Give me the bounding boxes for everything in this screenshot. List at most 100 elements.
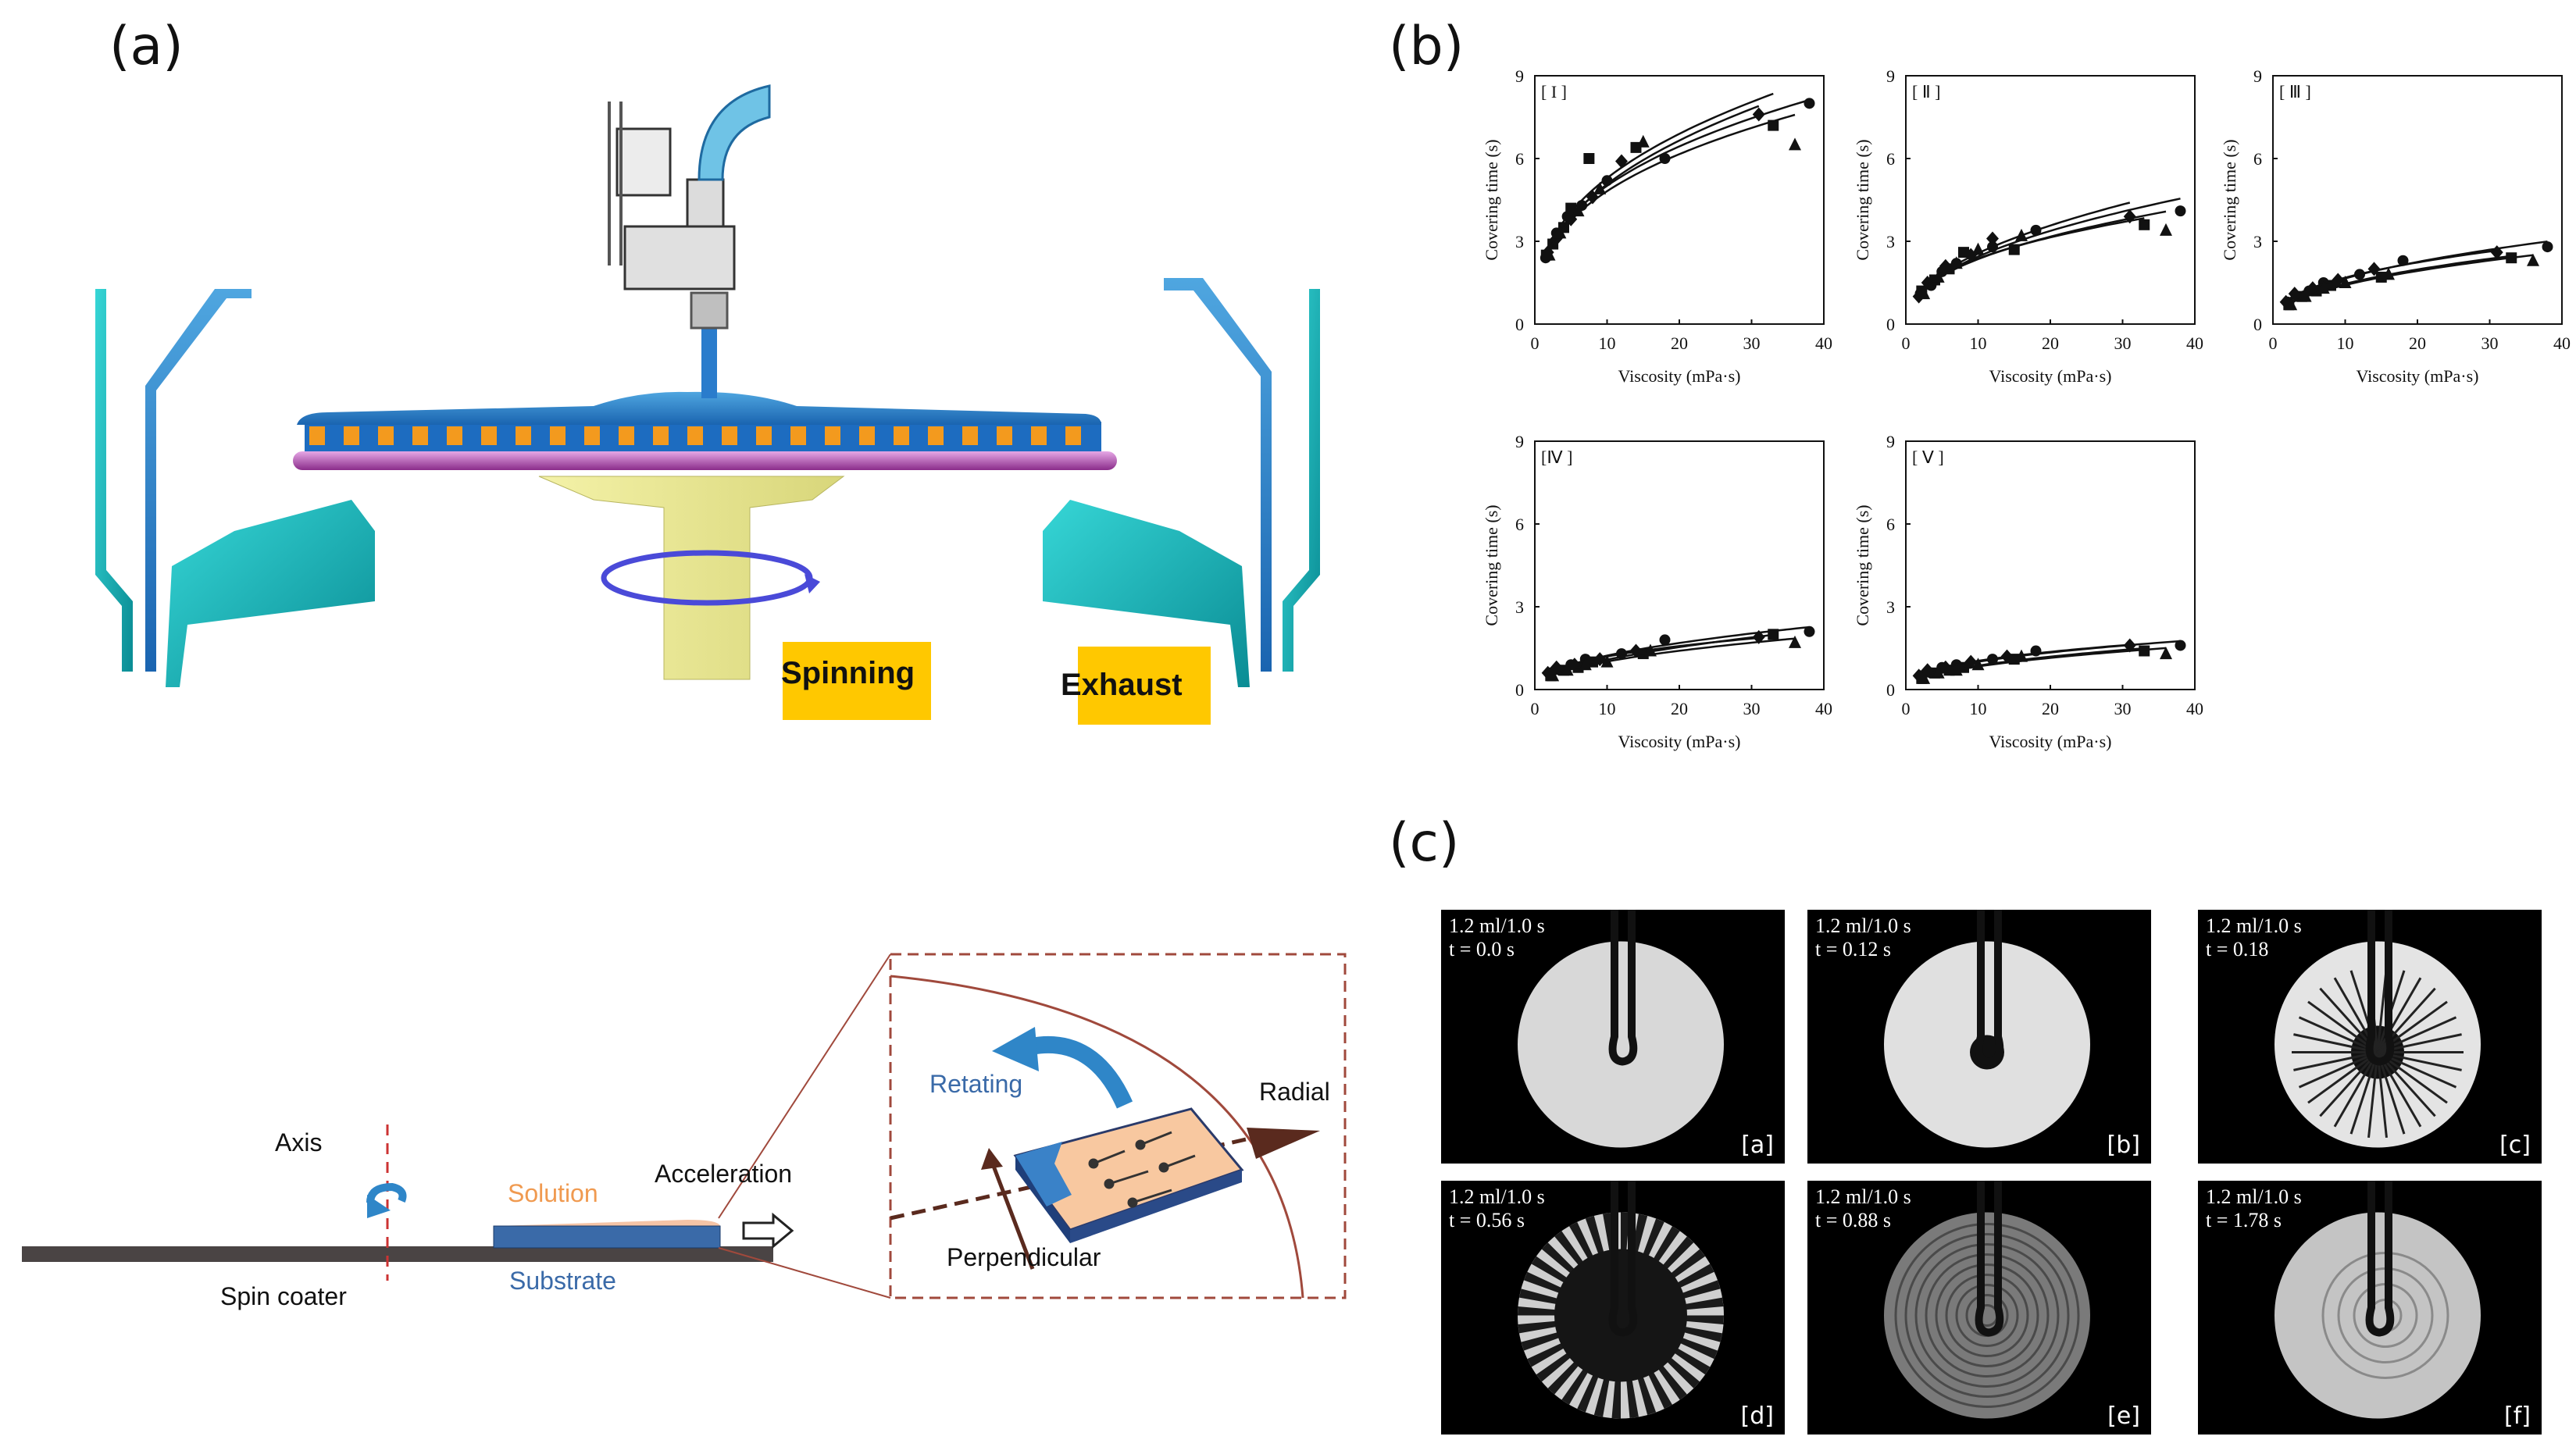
spin-coater-illustration xyxy=(95,84,1320,725)
chart-0-xtick-label: 10 xyxy=(1599,333,1616,353)
photo-time: t = 0.56 s xyxy=(1449,1209,1525,1231)
chart-1-point-triangle xyxy=(1950,256,1963,269)
chart-2-point-diamond xyxy=(2306,281,2319,296)
panel-label-c: (c) xyxy=(1389,812,1460,874)
chart-4-point-diamond xyxy=(1964,654,1978,669)
chart-0-xtick-label: 30 xyxy=(1743,333,1761,353)
chart-4-point-square xyxy=(2139,645,2150,657)
chart-2-xtick-label: 20 xyxy=(2409,333,2426,353)
photo-condition: 1.2 ml/1.0 s xyxy=(2206,914,2302,937)
droplet-image xyxy=(1518,1181,1724,1419)
droplet-image xyxy=(1518,910,1724,1148)
zoom-frame xyxy=(889,953,1347,1299)
chart-2-point-circle xyxy=(2542,241,2553,253)
photo-time: t = 0.88 s xyxy=(1815,1209,1892,1231)
chart-1-xtick-label: 20 xyxy=(2042,333,2059,353)
rotating-arrow xyxy=(1029,1035,1133,1109)
substrate-block xyxy=(493,1225,721,1249)
chart-1-xlabel: Viscosity (mPa·s) xyxy=(1989,366,2112,386)
chart-2-ytick-label: 3 xyxy=(2253,232,2262,251)
chart-1-point-circle xyxy=(2175,205,2186,217)
chart-2-ylabel: Covering time (s) xyxy=(2220,139,2239,260)
chart-2-point-triangle xyxy=(2299,289,2312,302)
chart-1-xtick-label: 30 xyxy=(2114,333,2132,353)
axis-label: Axis xyxy=(275,1128,323,1157)
chart-0-point-triangle xyxy=(1543,248,1556,261)
chart-0-ytick-label: 6 xyxy=(1515,149,1524,169)
chart-2-panel-label: [ Ⅲ ] xyxy=(2279,82,2311,102)
chart-4-fit-curve-2 xyxy=(1918,643,2130,676)
chart-2-point-triangle xyxy=(2285,298,2298,311)
chart-3-ytick-label: 9 xyxy=(1515,432,1524,451)
chart-0-fit-curve-2 xyxy=(1547,105,1760,254)
chart-4-panel-label: [ Ⅴ ] xyxy=(1912,447,1944,467)
chart-3-point-triangle xyxy=(1789,635,1801,648)
chart-4-point-triangle xyxy=(2160,647,2172,660)
chart-2-fit-curve-3 xyxy=(2290,254,2534,305)
photo-label: [d] xyxy=(1740,1402,1774,1430)
chart-3-xtick-label: 0 xyxy=(1531,699,1540,718)
chart-4-xtick-label: 20 xyxy=(2042,699,2059,718)
radial-boundary xyxy=(890,975,1304,1299)
droplet-image xyxy=(2275,910,2481,1148)
chart-2-xtick-label: 10 xyxy=(2337,333,2354,353)
photo-time: t = 0.12 s xyxy=(1815,938,1892,961)
photo-condition: 1.2 ml/1.0 s xyxy=(1815,1185,1911,1208)
chart-2-xlabel: Viscosity (mPa·s) xyxy=(2357,366,2479,386)
chart-3-point-diamond xyxy=(1752,629,1765,644)
chart-3-xtick-label: 40 xyxy=(1815,699,1832,718)
photo-label: [e] xyxy=(2107,1402,2140,1430)
chart-1-xtick-label: 10 xyxy=(1970,333,1987,353)
panel-label-a: (a) xyxy=(109,16,184,77)
perpendicular-arrow xyxy=(990,1161,1035,1270)
chart-0-ytick-label: 9 xyxy=(1515,66,1524,86)
chart-2-point-diamond xyxy=(2332,273,2345,287)
spindle xyxy=(538,476,845,680)
chart-3-ytick-label: 0 xyxy=(1515,680,1524,700)
chart-1-point-triangle xyxy=(1932,269,1945,283)
chart-4-ytick-label: 3 xyxy=(1886,597,1895,617)
left-inner-wall xyxy=(145,289,252,672)
chart-3-ytick-label: 3 xyxy=(1515,597,1524,617)
chart-3-panel-label: [Ⅳ ] xyxy=(1541,447,1572,467)
chart-2-point-triangle xyxy=(2382,267,2395,280)
feed-hose xyxy=(698,84,771,181)
chuck-plate xyxy=(293,451,1117,470)
chart-3-point-triangle xyxy=(1600,654,1614,668)
photo-time: t = 0.0 s xyxy=(1449,938,1515,961)
chart-0-ylabel: Covering time (s) xyxy=(1482,139,1501,260)
chart-0-point-diamond xyxy=(1615,154,1628,169)
chart-3-point-triangle xyxy=(1579,658,1592,671)
chart-1-point-square xyxy=(2139,219,2150,230)
chart-4-xlabel: Viscosity (mPa·s) xyxy=(1989,732,2112,751)
retating-label: Retating xyxy=(929,1070,1023,1098)
axis-rotation-arrow xyxy=(366,1182,407,1203)
chart-3-ylabel: Covering time (s) xyxy=(1482,504,1501,625)
chart-1-point-diamond xyxy=(1986,231,1999,246)
chart-2-point-circle xyxy=(2397,255,2409,266)
chart-4-ylabel: Covering time (s) xyxy=(1853,504,1872,625)
chart-0-point-triangle xyxy=(1789,137,1801,151)
chart-4-point-circle xyxy=(2175,640,2186,651)
photo-condition: 1.2 ml/1.0 s xyxy=(1449,1185,1545,1208)
chart-3-ytick-label: 6 xyxy=(1515,515,1524,534)
spin-coater-base xyxy=(22,1246,773,1262)
substrate-label: Substrate xyxy=(509,1267,616,1295)
chart-0-ytick-label: 3 xyxy=(1515,232,1524,251)
chart-0-point-triangle xyxy=(1593,181,1607,194)
droplet-image xyxy=(2275,1181,2481,1419)
chart-3-point-circle xyxy=(1659,634,1671,646)
chart-3-fit-curve-3 xyxy=(1552,637,1796,676)
chart-3-point-triangle xyxy=(1644,643,1657,657)
chart-1-point-diamond xyxy=(1939,258,1952,273)
chart-0-point-circle xyxy=(1804,98,1815,109)
photo-condition: 1.2 ml/1.0 s xyxy=(2206,1185,2302,1208)
chart-0-frame xyxy=(1534,75,1825,325)
chart-4-ytick-label: 9 xyxy=(1886,432,1895,451)
panel-label-b: (b) xyxy=(1389,16,1465,77)
chart-4-fit-curve-3 xyxy=(1923,647,2167,679)
chart-1-ytick-label: 9 xyxy=(1886,66,1895,86)
droplet-image xyxy=(1884,1181,2090,1419)
